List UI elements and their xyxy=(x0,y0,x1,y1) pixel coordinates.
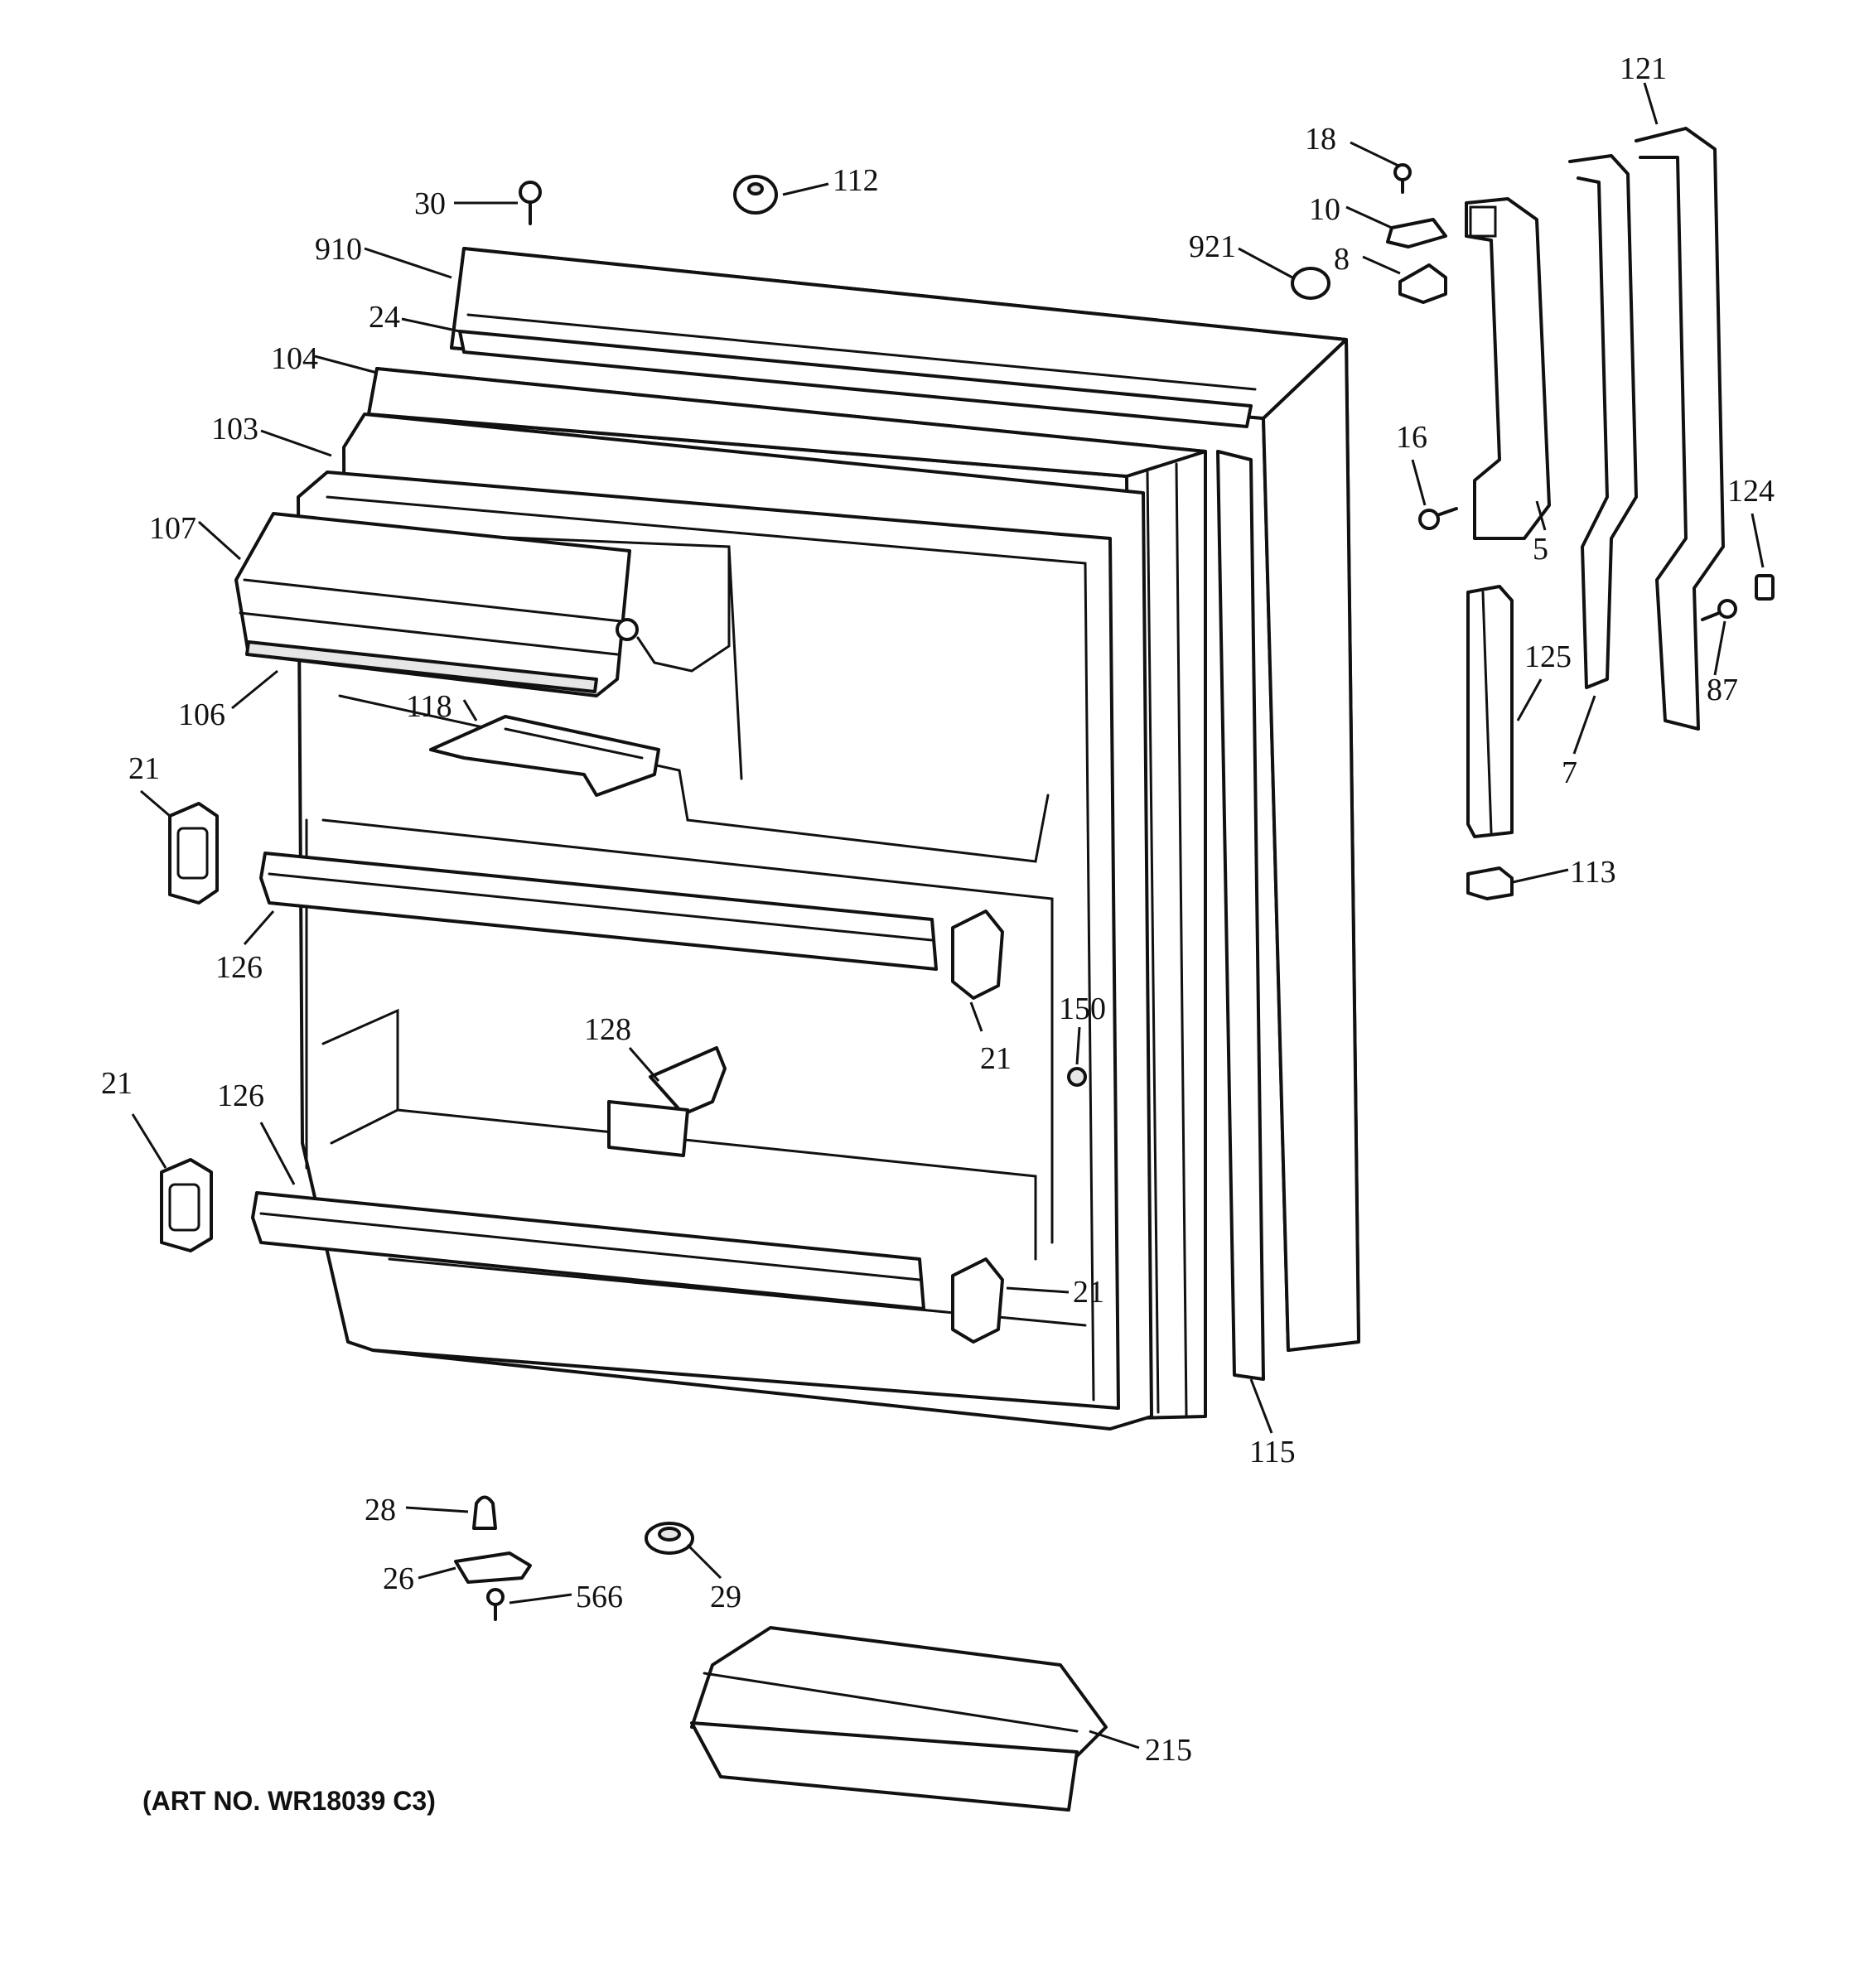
callout-28: 28 xyxy=(365,1493,396,1527)
callout-21-left-lower: 21 xyxy=(101,1066,133,1101)
callout-921: 921 xyxy=(1189,229,1236,264)
screw-87 xyxy=(1701,599,1737,621)
shelf-end-cap-left-upper xyxy=(168,802,219,905)
screw-566 xyxy=(486,1588,505,1621)
callout-30: 30 xyxy=(414,186,446,221)
door-top-gasket-strip xyxy=(458,330,1253,428)
callout-113: 113 xyxy=(1570,855,1616,890)
screw-30 xyxy=(519,181,542,225)
callout-21-right-upper: 21 xyxy=(980,1041,1012,1076)
callout-121: 121 xyxy=(1620,51,1667,86)
door-bin-215 xyxy=(690,1626,1108,1812)
clip-124 xyxy=(1755,574,1775,601)
bushing-29 xyxy=(645,1522,694,1555)
callout-128: 128 xyxy=(584,1012,631,1047)
plug-921 xyxy=(1291,267,1330,300)
callout-10: 10 xyxy=(1309,192,1340,227)
callout-125: 125 xyxy=(1524,639,1572,674)
hinge-plate-10 xyxy=(1386,218,1447,248)
callout-29: 29 xyxy=(710,1580,741,1614)
retainer-clip xyxy=(607,1046,727,1157)
callout-21-right-lower: 21 xyxy=(1073,1275,1104,1310)
shelf-end-cap-left-lower xyxy=(160,1158,213,1252)
hinge-pin-28 xyxy=(472,1495,497,1530)
shelf-end-cap-right-lower xyxy=(951,1257,1004,1344)
art-number: (ART NO. WR18039 C3) xyxy=(142,1786,436,1816)
shelf-end-cap-right-upper xyxy=(951,910,1004,1000)
upper-door-shelf-bar xyxy=(259,852,938,971)
plug-button-112 xyxy=(733,175,778,215)
handle-trim-7 xyxy=(1568,154,1638,689)
callout-8: 8 xyxy=(1334,242,1350,277)
callout-150: 150 xyxy=(1059,992,1106,1026)
callout-103: 103 xyxy=(211,412,258,446)
callout-5: 5 xyxy=(1533,532,1548,567)
bracket-end-113 xyxy=(1466,866,1514,900)
bottom-hinge-26 xyxy=(454,1551,532,1584)
handle-cover-121 xyxy=(1635,127,1725,731)
butter-tray xyxy=(429,715,660,797)
callout-124: 124 xyxy=(1727,474,1775,509)
side-gasket-strip xyxy=(1216,450,1265,1381)
callout-115: 115 xyxy=(1249,1435,1296,1469)
callout-106: 106 xyxy=(178,697,225,732)
liner-inner-walls xyxy=(305,528,1054,1261)
screw-18 xyxy=(1393,163,1412,194)
callout-566: 566 xyxy=(576,1580,623,1614)
callout-215: 215 xyxy=(1145,1733,1192,1768)
lower-door-shelf-bar xyxy=(251,1191,925,1310)
callout-118: 118 xyxy=(406,689,452,724)
callout-24: 24 xyxy=(369,300,400,335)
callout-910: 910 xyxy=(315,232,362,267)
leader-lines xyxy=(131,82,1765,1749)
callout-labels: 121 18 10 8 921 30 112 910 24 104 103 10… xyxy=(101,51,1775,1768)
dairy-door-hinge-strip xyxy=(245,640,598,693)
handle-bracket-125 xyxy=(1466,585,1514,838)
callout-126-lower: 126 xyxy=(217,1078,264,1113)
door-handle-5 xyxy=(1465,197,1551,540)
screw-150 xyxy=(1067,1067,1087,1087)
screw-16 xyxy=(1418,507,1458,530)
callout-21-left-upper: 21 xyxy=(128,751,160,786)
callout-7: 7 xyxy=(1562,755,1577,790)
callout-87: 87 xyxy=(1707,673,1738,707)
callout-126-upper: 126 xyxy=(215,950,263,985)
hinge-cap-8 xyxy=(1398,263,1447,304)
callout-26: 26 xyxy=(383,1561,414,1596)
callout-112: 112 xyxy=(833,163,879,198)
callout-107: 107 xyxy=(149,511,196,546)
callout-16: 16 xyxy=(1396,420,1427,455)
outer-door-panel xyxy=(450,247,1360,1352)
callout-18: 18 xyxy=(1305,122,1336,157)
callout-104: 104 xyxy=(271,341,318,376)
